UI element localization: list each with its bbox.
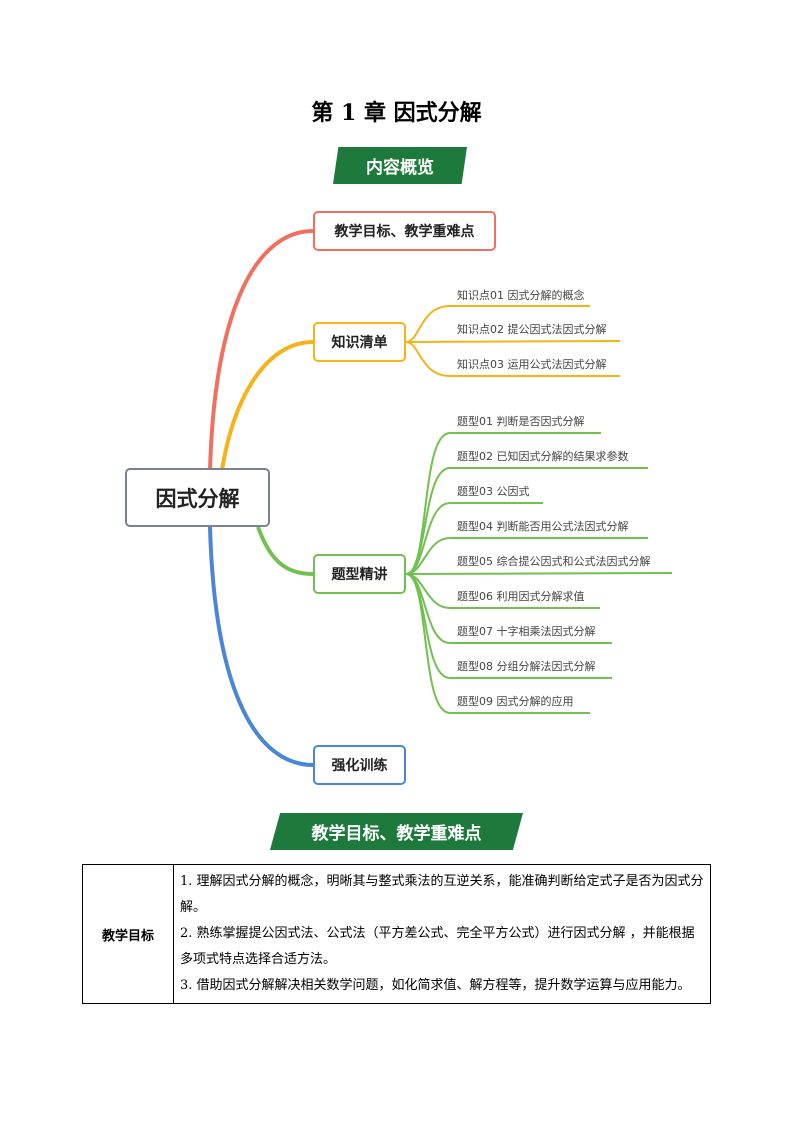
type-item[interactable]: 题型01 判断是否因式分解: [457, 415, 585, 428]
connector-types: [256, 526, 314, 576]
overview-banner: 内容概览: [333, 147, 467, 184]
goals-banner: 教学目标、教学重难点: [270, 813, 523, 850]
goal-line: 1. 理解因式分解的概念，明晰其与整式乘法的互逆关系，能准确判断给定式子是否为因…: [180, 874, 704, 915]
type-item[interactable]: 题型04 判断能否用公式法因式分解: [457, 520, 629, 533]
knowledge-item[interactable]: 知识点01 因式分解的概念: [457, 289, 585, 302]
connector-knowledge: [220, 340, 314, 471]
branch-goals[interactable]: 教学目标、教学重难点: [313, 211, 496, 251]
type-item[interactable]: 题型08 分组分解法因式分解: [457, 660, 596, 673]
chapter-title: 第 1 章 因式分解: [311, 100, 482, 126]
central-node[interactable]: 因式分解: [125, 468, 270, 527]
type-item[interactable]: 题型07 十字相乘法因式分解: [457, 625, 596, 638]
knowledge-item[interactable]: 知识点02 提公因式法因式分解: [457, 323, 607, 336]
branch-types[interactable]: 题型精讲: [313, 554, 406, 594]
type-item[interactable]: 题型06 利用因式分解求值: [457, 590, 585, 603]
knowledge-item[interactable]: 知识点03 运用公式法因式分解: [457, 358, 607, 371]
goal-line: 2. 熟练掌握提公因式法、公式法（平方差公式、完全平方公式）进行因式分解 ，并能…: [180, 926, 695, 967]
type-item[interactable]: 题型09 因式分解的应用: [457, 695, 574, 708]
type-item[interactable]: 题型05 综合提公因式和公式法因式分解: [457, 555, 651, 568]
type-item[interactable]: 题型02 已知因式分解的结果求参数: [457, 450, 629, 463]
goal-line: 3. 借助因式分解解决相关数学问题，如化简求值、解方程等，提升数学运算与应用能力…: [180, 978, 691, 993]
goals-table: 教学目标 1. 理解因式分解的概念，明晰其与整式乘法的互逆关系，能准确判断给定式…: [82, 864, 711, 1004]
connector-goals: [208, 229, 314, 471]
type-item[interactable]: 题型03 公因式: [457, 485, 530, 498]
branch-knowledge[interactable]: 知识清单: [313, 322, 406, 362]
branch-practice[interactable]: 强化训练: [313, 745, 406, 785]
goals-header: 教学目标: [82, 864, 174, 1004]
connector-practice: [208, 526, 314, 767]
goals-content: 1. 理解因式分解的概念，明晰其与整式乘法的互逆关系，能准确判断给定式子是否为因…: [173, 864, 711, 1004]
